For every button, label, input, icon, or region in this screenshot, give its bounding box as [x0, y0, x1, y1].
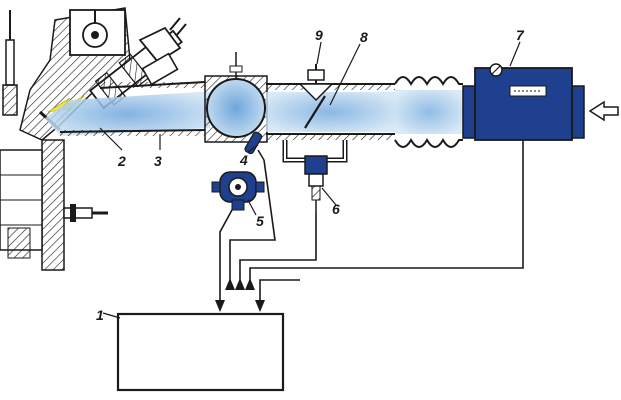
sensor-6 — [304, 155, 328, 212]
wire-arrowheads — [215, 278, 265, 312]
label-5: 5 — [256, 213, 264, 229]
bellows — [394, 76, 463, 148]
intake-pipe-8 — [266, 64, 395, 163]
engine-head — [0, 7, 131, 271]
label-8: 8 — [360, 29, 368, 45]
label-7: 7 — [516, 27, 525, 43]
control-unit-1 — [116, 312, 285, 392]
intake-duct — [45, 81, 210, 136]
label-1: 1 — [96, 307, 104, 323]
label-2: 2 — [117, 153, 126, 169]
label-4: 4 — [239, 152, 248, 168]
air-flow-meter-7 — [462, 63, 585, 141]
arrow-left-icon — [588, 100, 619, 122]
spark-plug — [2, 10, 18, 116]
throttle-valve-9 — [298, 64, 334, 129]
injector-2 — [88, 17, 187, 110]
throttle-chamber — [204, 52, 268, 143]
label-3: 3 — [154, 153, 162, 169]
signal-wires — [219, 140, 524, 306]
sensor-5 — [211, 171, 265, 211]
leader-lines — [99, 41, 521, 319]
label-9: 9 — [315, 27, 323, 43]
block-bolt — [63, 204, 108, 222]
label-6: 6 — [332, 201, 340, 217]
